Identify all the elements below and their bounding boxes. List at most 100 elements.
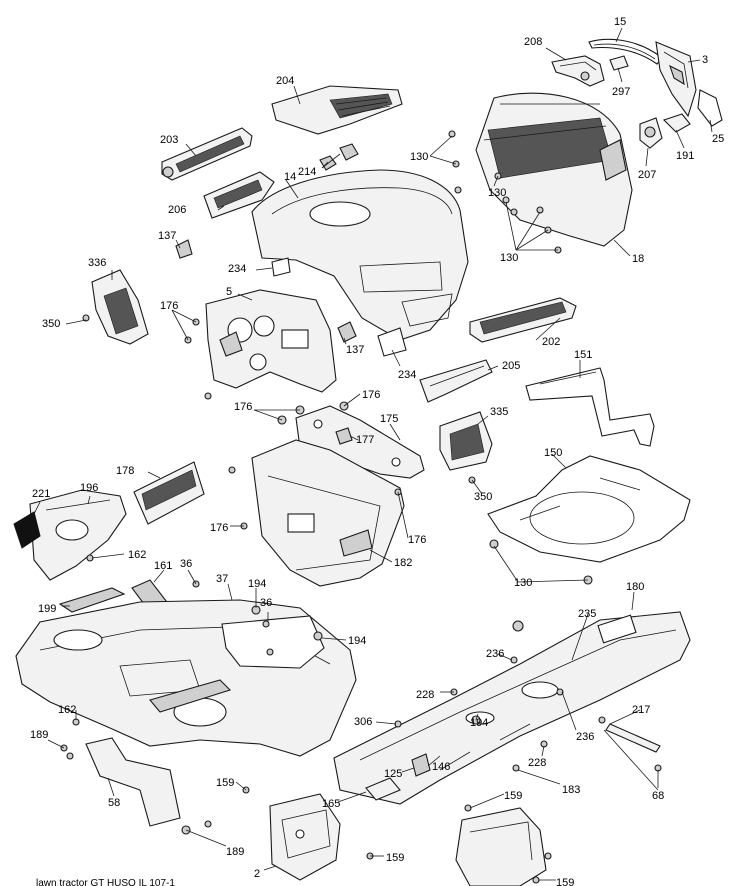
callout-350-b: 350 [474, 491, 492, 503]
callout-15: 15 [614, 16, 626, 28]
callout-204: 204 [276, 75, 294, 87]
callout-206: 206 [168, 204, 186, 216]
callout-306: 306 [354, 716, 372, 728]
part-125-bracket [411, 753, 431, 777]
part-3-side-panel [655, 41, 697, 118]
callout-336: 336 [88, 257, 106, 269]
callout-5: 5 [226, 286, 232, 298]
callout-236-b: 236 [576, 731, 594, 743]
callout-194-c: 194 [470, 717, 488, 729]
callout-297: 297 [612, 86, 630, 98]
callout-335: 335 [490, 406, 508, 418]
callout-236-a: 236 [486, 648, 504, 660]
callout-14: 14 [284, 171, 296, 183]
callout-208: 208 [524, 36, 542, 48]
callout-177: 177 [356, 434, 374, 446]
callout-159-b: 159 [504, 790, 522, 802]
callout-161: 161 [154, 560, 172, 572]
part-196-rear-panel [29, 489, 127, 581]
callout-159-a: 159 [216, 777, 234, 789]
part-58-bracket [85, 737, 181, 827]
callout-36-a: 36 [180, 558, 192, 570]
footer-caption: lawn tractor GT HUSQ IL 107-1 [36, 878, 175, 886]
part-234-decal-b [377, 327, 407, 357]
part-214-bracket [319, 143, 359, 171]
callout-234-b: 234 [398, 369, 416, 381]
callout-176-a: 176 [160, 300, 178, 312]
part-221-decal [13, 511, 41, 549]
callout-205: 205 [502, 360, 520, 372]
callout-130-a: 130 [410, 151, 428, 163]
callout-350-a: 350 [42, 318, 60, 330]
callout-125: 125 [384, 768, 402, 780]
part-5-dashboard [205, 289, 337, 393]
callout-25: 25 [712, 133, 724, 145]
callout-165: 165 [322, 798, 340, 810]
callout-191: 191 [676, 150, 694, 162]
part-137-clip-b [337, 321, 357, 343]
part-208-bracket [551, 55, 605, 87]
callout-162-a: 162 [128, 549, 146, 561]
callout-176-b: 176 [362, 389, 380, 401]
callout-202: 202 [542, 336, 560, 348]
callout-2: 2 [254, 868, 260, 880]
part-seat [455, 807, 547, 886]
part-217-rod [605, 723, 661, 753]
callout-68: 68 [652, 790, 664, 802]
callout-175: 175 [380, 413, 398, 425]
part-37-fender [15, 599, 357, 757]
part-2-mount-plate [269, 793, 341, 881]
callout-151: 151 [574, 349, 592, 361]
part-191-bulb [662, 113, 691, 133]
part-182-front-housing [251, 439, 405, 587]
part-150-pan [487, 455, 691, 563]
callout-196: 196 [80, 482, 98, 494]
callout-199: 199 [38, 603, 56, 615]
part-25-light-frame [697, 89, 723, 127]
callout-159-c: 159 [386, 852, 404, 864]
part-203-grille-bar [161, 127, 253, 181]
callout-228-b: 228 [528, 757, 546, 769]
callout-189-a: 189 [30, 729, 48, 741]
callout-labels: 15 208 3 297 204 25 203 130 191 207 214 … [30, 16, 724, 886]
callout-178: 178 [116, 465, 134, 477]
callout-36-b: 36 [260, 597, 272, 609]
part-199-strip [58, 587, 126, 613]
callout-130-c: 130 [500, 252, 518, 264]
part-204-hood-vent [271, 85, 403, 135]
callout-180: 180 [626, 581, 644, 593]
part-137-clip-a [175, 239, 193, 259]
part-177-clip [335, 427, 353, 445]
callout-176-d: 176 [210, 522, 228, 534]
part-207-socket [639, 117, 663, 149]
callout-162-b: 162 [58, 704, 76, 716]
callout-235: 235 [578, 608, 596, 620]
callout-194-a: 194 [248, 578, 266, 590]
callout-234-a: 234 [228, 263, 246, 275]
callout-228-a: 228 [416, 689, 434, 701]
part-234-decal-a [271, 257, 291, 277]
callout-217: 217 [632, 704, 650, 716]
callout-137-a: 137 [158, 230, 176, 242]
part-297-clip [609, 55, 629, 71]
part-18-front-grille [475, 92, 633, 247]
callout-176-e: 176 [408, 534, 426, 546]
part-14-hood [251, 169, 469, 341]
callout-150: 150 [544, 447, 562, 459]
part-206-vent [203, 171, 275, 219]
part-151-bracket [525, 367, 655, 447]
callout-159-d: 159 [556, 877, 574, 886]
callout-214: 214 [298, 166, 316, 178]
part-178-grille-panel [133, 461, 205, 525]
callout-183: 183 [562, 784, 580, 796]
callout-37: 37 [216, 573, 228, 585]
callout-58: 58 [108, 797, 120, 809]
callout-130-b: 130 [488, 187, 506, 199]
part-205-trim [419, 359, 493, 403]
callout-203: 203 [160, 134, 178, 146]
part-165-plate [365, 777, 401, 801]
callout-130-d: 130 [514, 577, 532, 589]
part-336-side-panel [91, 269, 149, 345]
